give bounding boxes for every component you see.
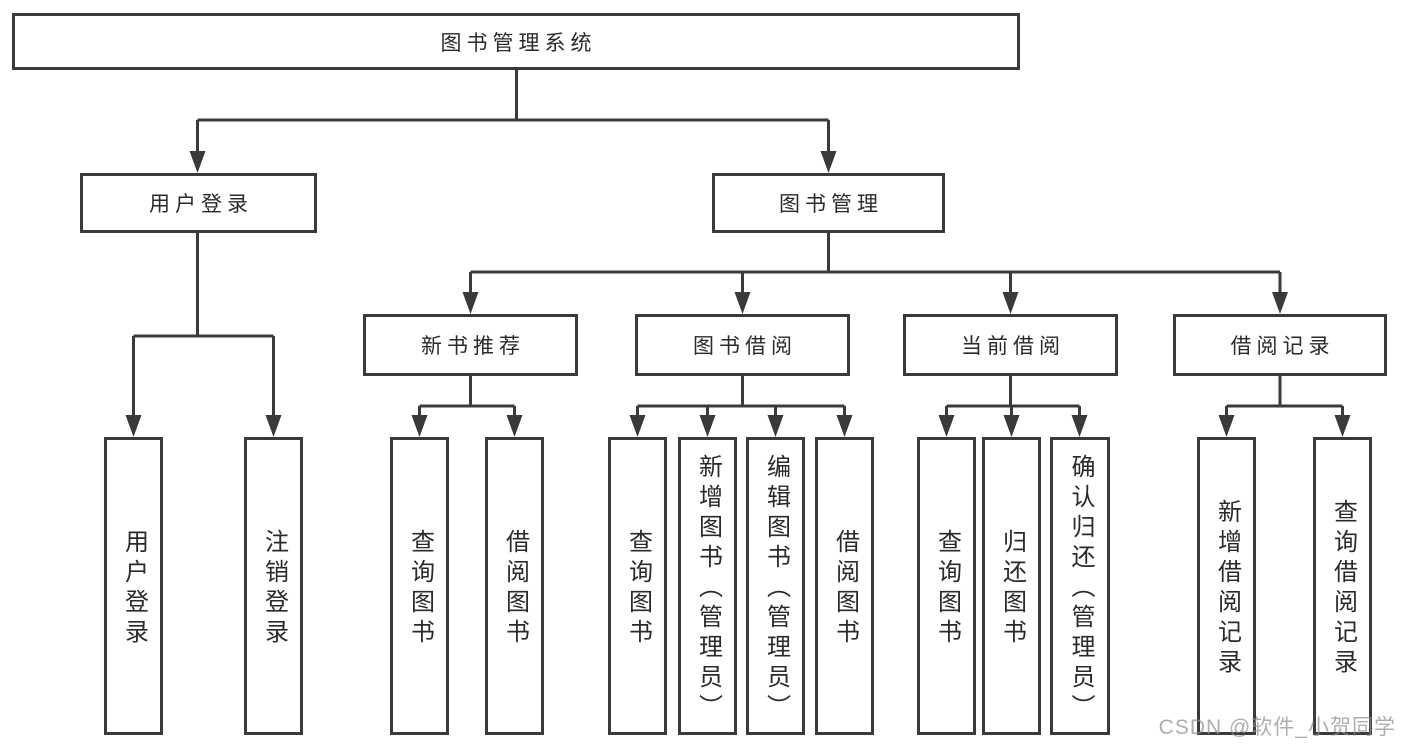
node-leaf-add-books-admin: 新增图书（管理员） (678, 437, 737, 735)
node-label: 编辑图书（管理员） (762, 454, 790, 724)
node-borrowing-records: 借阅记录 (1173, 314, 1387, 376)
node-leaf-user-login: 用户登录 (104, 437, 163, 735)
node-leaf-confirm-return-admin: 确认归还（管理员） (1050, 437, 1110, 735)
csdn-watermark: CSDN @软件_小贺同学 (1158, 716, 1396, 739)
node-book-borrowing: 图书借阅 (635, 314, 850, 376)
node-label: 当前借阅 (961, 335, 1065, 358)
node-leaf-borrow-books-1: 借阅图书 (485, 437, 544, 735)
connector-current-borrow-to-leaves (938, 376, 1088, 437)
node-label: 借阅图书 (501, 529, 529, 649)
node-leaf-query-books-3: 查询图书 (917, 437, 976, 735)
node-current-borrowing: 当前借阅 (903, 314, 1118, 376)
node-new-book-recommend: 新书推荐 (363, 314, 578, 376)
node-label: 查询图书 (933, 529, 961, 649)
connector-borrow-records-to-leaves (1218, 376, 1351, 437)
connector-root-to-level2 (189, 68, 837, 173)
node-leaf-edit-books-admin: 编辑图书（管理员） (746, 437, 805, 735)
node-label: 借阅记录 (1230, 335, 1335, 358)
node-label: 新增图书（管理员） (694, 454, 722, 724)
node-label: 查询借阅记录 (1329, 499, 1357, 679)
node-library-management-system: 图书管理系统 (12, 13, 1020, 70)
node-leaf-query-books-1: 查询图书 (390, 437, 449, 735)
node-leaf-logout: 注销登录 (244, 437, 303, 735)
node-label: 用户登录 (149, 193, 253, 216)
node-leaf-add-borrow-record: 新增借阅记录 (1197, 437, 1256, 735)
connector-book-borrow-to-leaves (629, 376, 853, 437)
node-leaf-query-books-2: 查询图书 (608, 437, 667, 735)
node-label: 确认归还（管理员） (1067, 454, 1094, 724)
node-label: 归还图书 (998, 529, 1026, 649)
node-label: 新书推荐 (421, 335, 525, 358)
node-label: 注销登录 (260, 529, 288, 649)
node-leaf-return-books: 归还图书 (982, 437, 1041, 735)
node-label: 借阅图书 (831, 529, 859, 649)
connector-new-books-to-leaves (411, 376, 523, 437)
node-label: 查询图书 (406, 529, 434, 649)
node-book-management: 图书管理 (712, 173, 945, 233)
node-leaf-borrow-books-2: 借阅图书 (815, 437, 874, 735)
node-label: 用户登录 (120, 529, 148, 649)
node-leaf-query-borrow-record: 查询借阅记录 (1313, 437, 1372, 735)
node-label: 图书借阅 (693, 335, 797, 358)
node-label: 新增借阅记录 (1213, 499, 1241, 679)
node-user-login: 用户登录 (80, 173, 317, 233)
node-label: 图书管理系统 (440, 31, 597, 55)
node-label: 图书管理 (779, 193, 883, 216)
connector-book-mgmt-to-level3 (462, 233, 1288, 314)
node-label: 查询图书 (624, 529, 652, 649)
connector-user-login-to-leaves (125, 233, 282, 437)
